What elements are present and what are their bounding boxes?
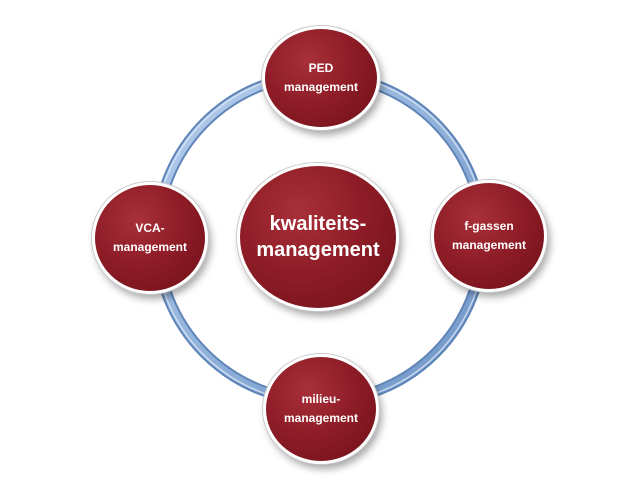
center-label-line2: management <box>256 239 380 261</box>
node-milieu-label-line1: milieu- <box>301 392 341 406</box>
node-vca-label-line2: management <box>112 240 188 254</box>
node-milieu-label-line2: management <box>283 411 359 425</box>
node-fgassen-label-line1: f-gassen <box>464 219 514 233</box>
node-ped-label-line1: PED <box>308 61 334 75</box>
center-label-line1: kwaliteits- <box>269 213 367 235</box>
node-ped-management: PED management <box>262 26 380 130</box>
node-ped-label-line2: management <box>283 80 359 94</box>
node-vca-management: VCA- management <box>92 182 208 294</box>
node-fgassen-management: f-gassen management <box>431 180 547 292</box>
node-fgassen-label-line2: management <box>451 238 527 252</box>
node-milieu-management: milieu- management <box>263 354 379 464</box>
node-vca-label-line1: VCA- <box>135 221 165 235</box>
center-node: kwaliteits- management <box>237 163 399 311</box>
